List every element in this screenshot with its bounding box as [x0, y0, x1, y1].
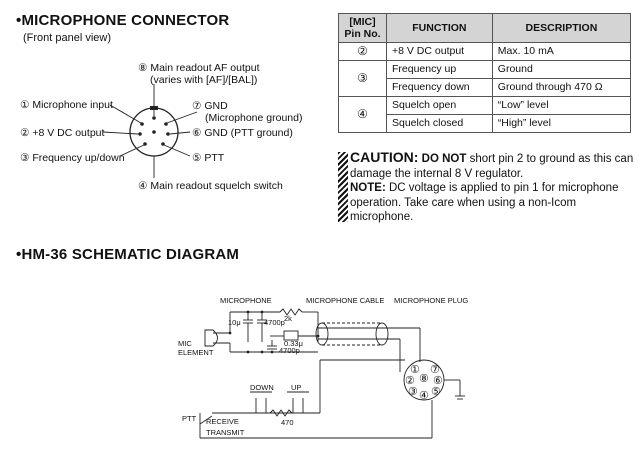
- label-ptt: PTT: [182, 414, 197, 423]
- pin6-label: ⑥ GND (PTT ground): [192, 127, 293, 139]
- label-4700p-a: 4700p: [264, 318, 285, 327]
- label-plug: MICROPHONE PLUG: [394, 296, 469, 305]
- row-pin: ③: [338, 60, 387, 97]
- label-cable: MICROPHONE CABLE: [306, 296, 385, 305]
- connector-diagram: [102, 84, 198, 178]
- label-mic: MIC: [178, 339, 192, 348]
- schematic-title: •HM-36 SCHEMATIC DIAGRAM: [16, 246, 240, 263]
- label-element: ELEMENT: [178, 348, 214, 357]
- plug-pin-4: ④: [419, 390, 429, 402]
- table-row: ③ Frequency up Ground: [338, 60, 632, 97]
- pin7-label: ⑦ GND: [192, 100, 228, 112]
- table-row: Squelch closed “High” level: [339, 114, 632, 133]
- table-row: Frequency down Ground through 470 Ω: [339, 78, 632, 97]
- note-label: NOTE:: [350, 182, 386, 194]
- pin4-label: ④ Main readout squelch switch: [138, 180, 283, 192]
- caution-hatch: [338, 152, 348, 222]
- pin7-note: (Microphone ground): [205, 112, 303, 124]
- row-function: +8 V DC output: [386, 42, 493, 61]
- row-pin: ④: [338, 96, 387, 133]
- label-microphone: MICROPHONE: [220, 296, 272, 305]
- label-2k: 2k: [284, 314, 292, 323]
- row-description: Max. 10 mA: [491, 42, 632, 61]
- do-not-label: DO NOT: [421, 153, 467, 165]
- caution-text: short pin 2 to ground as this can damage…: [350, 153, 634, 180]
- plug-pin-8: ⑧: [419, 373, 429, 385]
- label-4700p-b: 4700p: [279, 346, 300, 355]
- pin8-note: (varies with [AF]/[BAL]): [150, 74, 258, 86]
- connector-subtitle: (Front panel view): [23, 32, 112, 44]
- plug-pin-7: ⑦: [430, 364, 440, 376]
- header-function: FUNCTION: [386, 13, 493, 43]
- plug-pin-3: ③: [408, 386, 418, 398]
- pin8-label: ⑧ Main readout AF output: [138, 62, 260, 74]
- table-row: ② +8 V DC output Max. 10 mA: [338, 42, 632, 61]
- connector-title: •MICROPHONE CONNECTOR: [16, 12, 230, 29]
- pin2-label: ② +8 V DC output: [20, 127, 105, 139]
- table-header-row: [MIC]Pin No. FUNCTION DESCRIPTION: [338, 13, 632, 43]
- label-down: DOWN: [250, 383, 274, 392]
- header-description: DESCRIPTION: [491, 13, 632, 43]
- caution-label: CAUTION:: [350, 149, 419, 165]
- label-transmit: TRANSMIT: [206, 428, 245, 437]
- plug-pin-1: ①: [410, 364, 420, 376]
- row-description: “High” level: [491, 114, 632, 133]
- note-text: DC voltage is applied to pin 1 for micro…: [350, 182, 619, 223]
- row-description: “Low” level: [491, 96, 632, 115]
- pin5-label: ⑤ PTT: [192, 152, 225, 164]
- label-033u: 0.33μ: [284, 339, 303, 348]
- row-description: Ground through 470 Ω: [491, 78, 632, 97]
- plug-pin-6: ⑥: [433, 375, 443, 387]
- plug-pin-5: ⑤: [431, 386, 441, 398]
- caution-block: CAUTION: DO NOT short pin 2 to ground as…: [350, 150, 635, 225]
- pin3-label: ③ Frequency up/down: [20, 152, 125, 164]
- table-row: ④ Squelch open “Low” level: [338, 96, 632, 133]
- label-receive: RECEIVE: [206, 417, 239, 426]
- row-function: Squelch closed: [386, 114, 493, 133]
- plug-pin-2: ②: [405, 375, 415, 387]
- pin1-label: ① Microphone input: [20, 99, 113, 111]
- label-10u: 10μ: [228, 318, 241, 327]
- label-470: 470: [281, 418, 294, 427]
- label-up: UP: [291, 383, 302, 392]
- pin-function-table: [MIC]Pin No. FUNCTION DESCRIPTION ② +8 V…: [338, 13, 632, 133]
